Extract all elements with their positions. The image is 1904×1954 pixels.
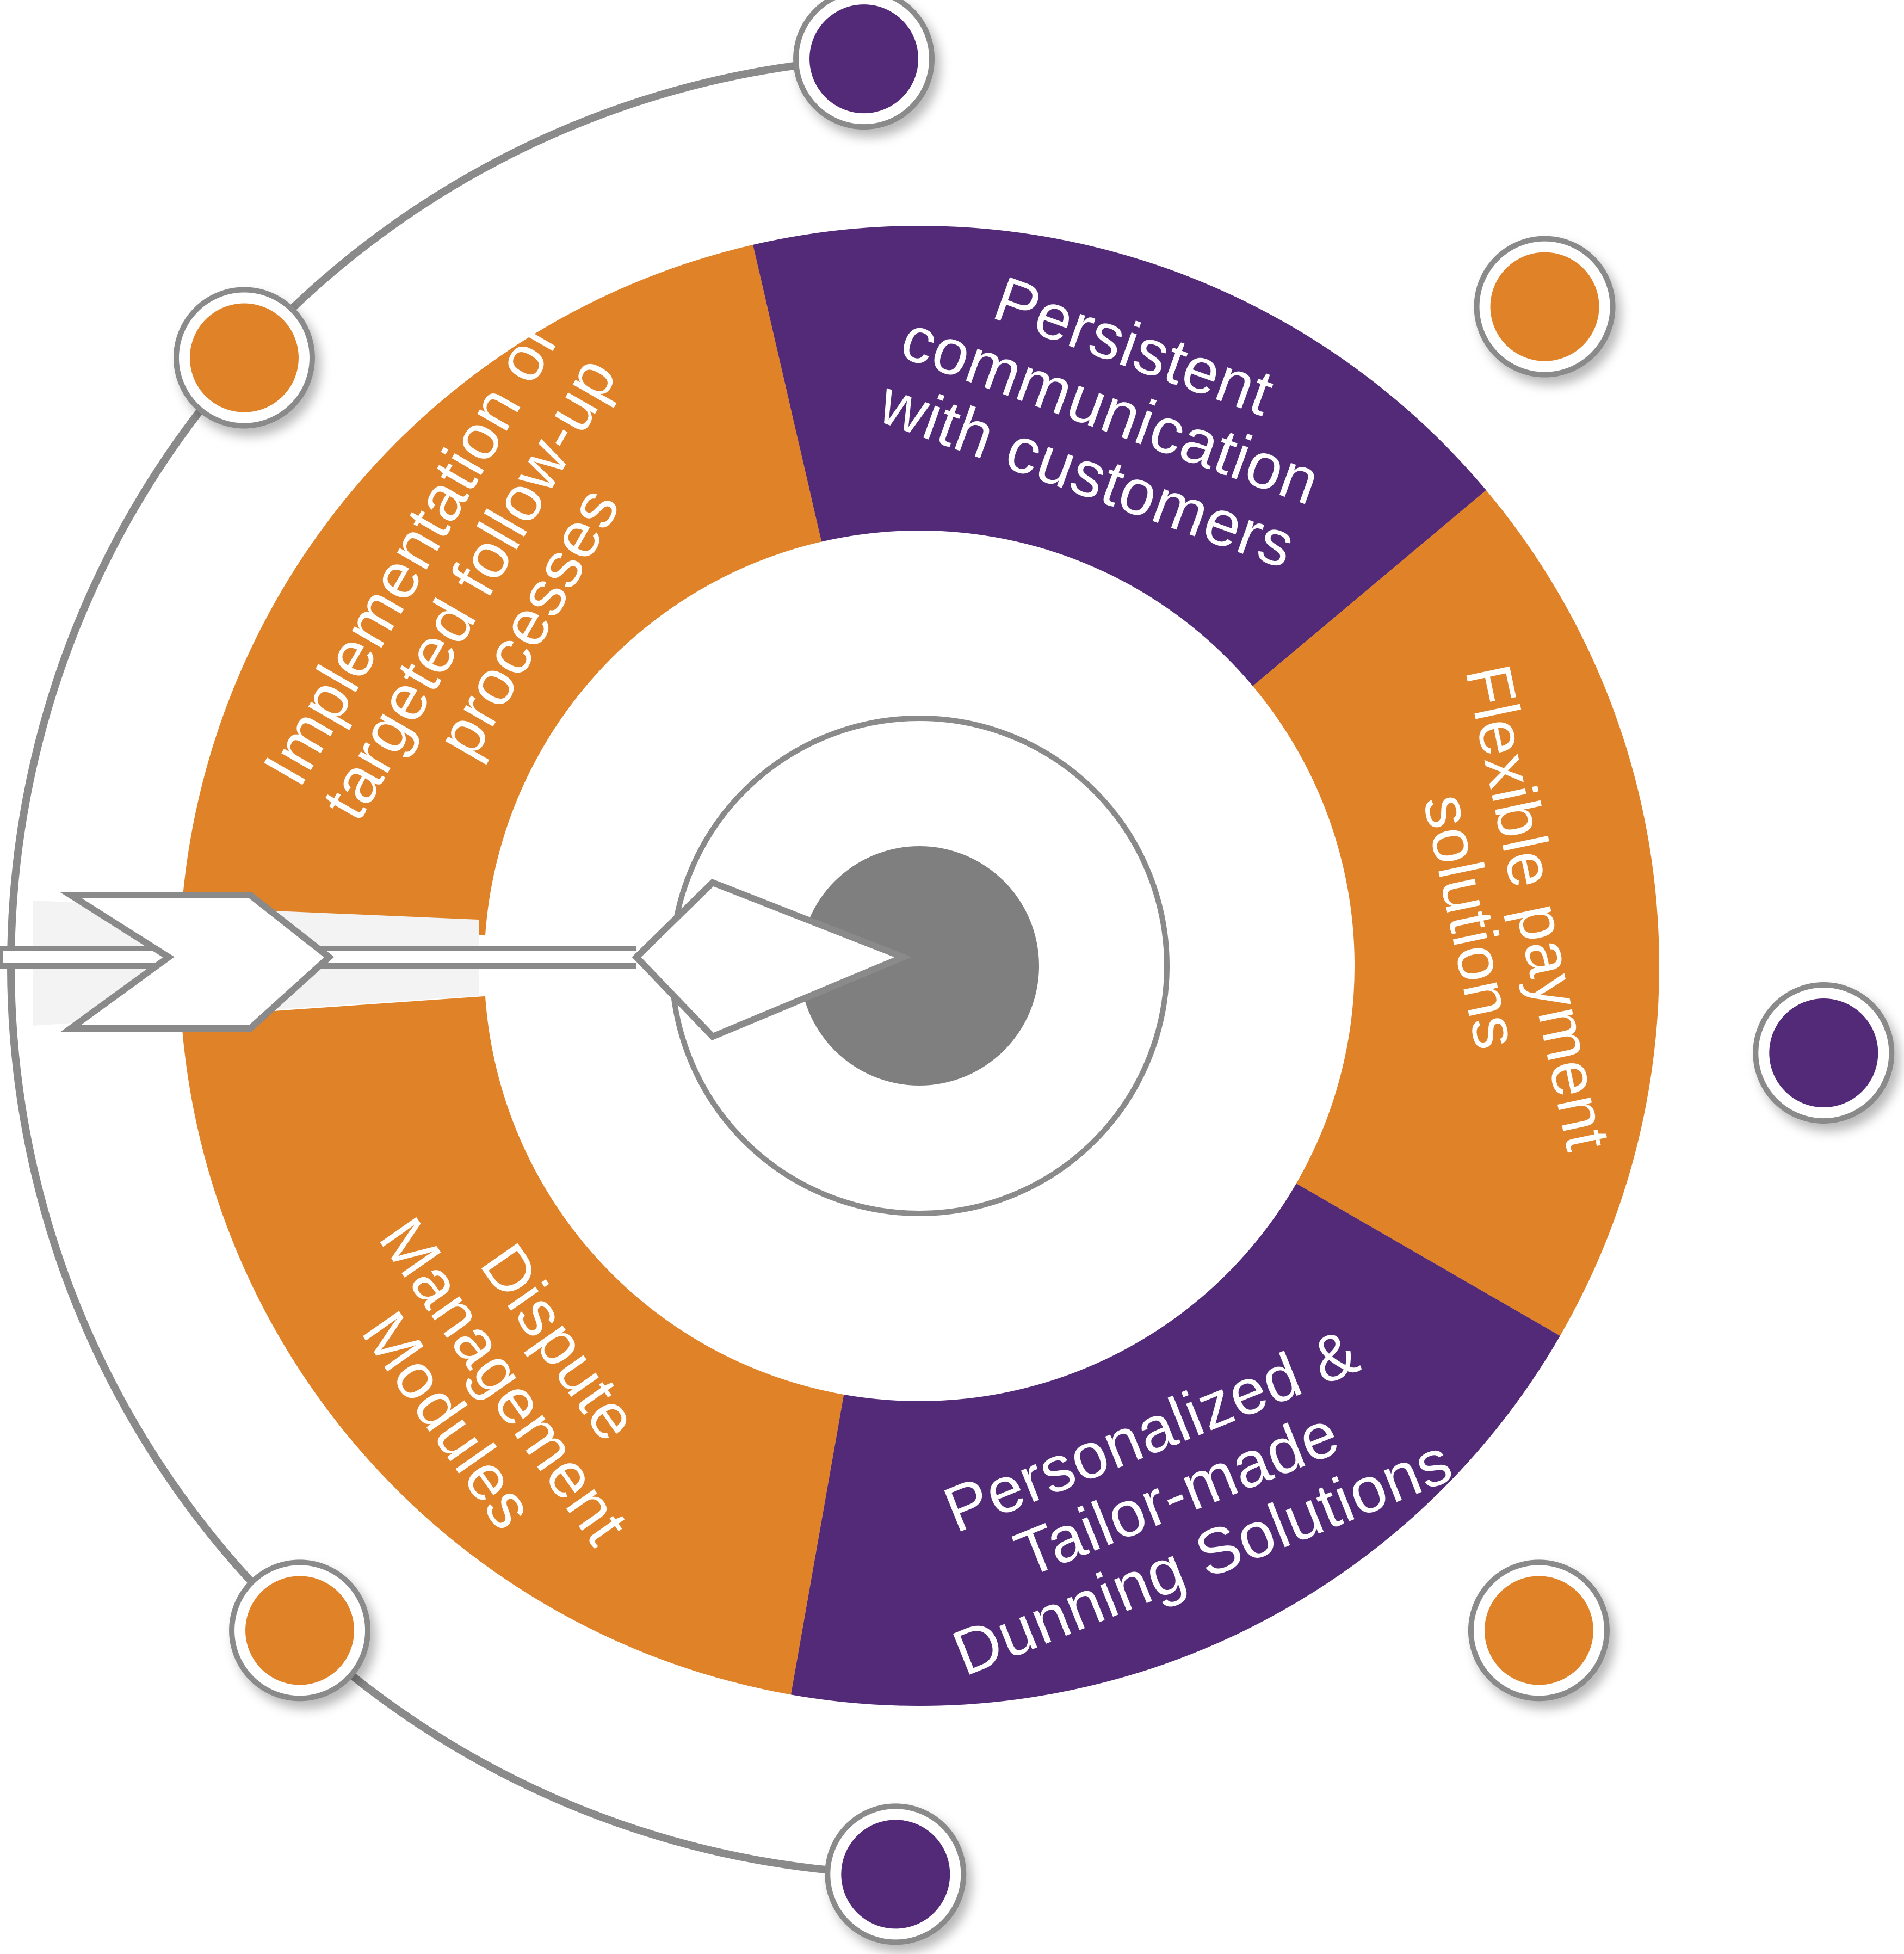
orbit-node-dot <box>841 1820 950 1929</box>
segment-personalized-dunning <box>790 1184 1560 1706</box>
segment-dispute-management <box>181 996 844 1695</box>
orbit-node-dot <box>1490 252 1599 361</box>
orbit-node <box>173 287 315 429</box>
orbit-node-dot <box>1769 998 1878 1108</box>
orbit-nodes <box>173 0 1895 1945</box>
arrowhead <box>632 878 912 1041</box>
orbit-node-dot <box>189 303 299 412</box>
orbit-node <box>793 0 935 130</box>
target-center-icon <box>800 846 1039 1086</box>
dart-arrow-icon <box>0 878 912 1041</box>
segment-targeted-follow-up <box>181 244 822 936</box>
orbit-node <box>229 1559 371 1702</box>
orbit-node <box>825 1803 967 1945</box>
arrow-fletching-rear <box>59 892 335 1032</box>
orbit-node <box>1474 236 1616 378</box>
segment-flexible-payment <box>1252 490 1659 1336</box>
orbit-node-dot <box>1484 1576 1593 1685</box>
segment-ring <box>181 226 1659 1706</box>
orbit-node-dot <box>245 1576 355 1685</box>
segment-persistent-communication <box>753 226 1486 686</box>
orbit-node-dot <box>809 4 919 114</box>
orbit-node <box>1468 1559 1610 1702</box>
orbit-node <box>1753 982 1895 1124</box>
